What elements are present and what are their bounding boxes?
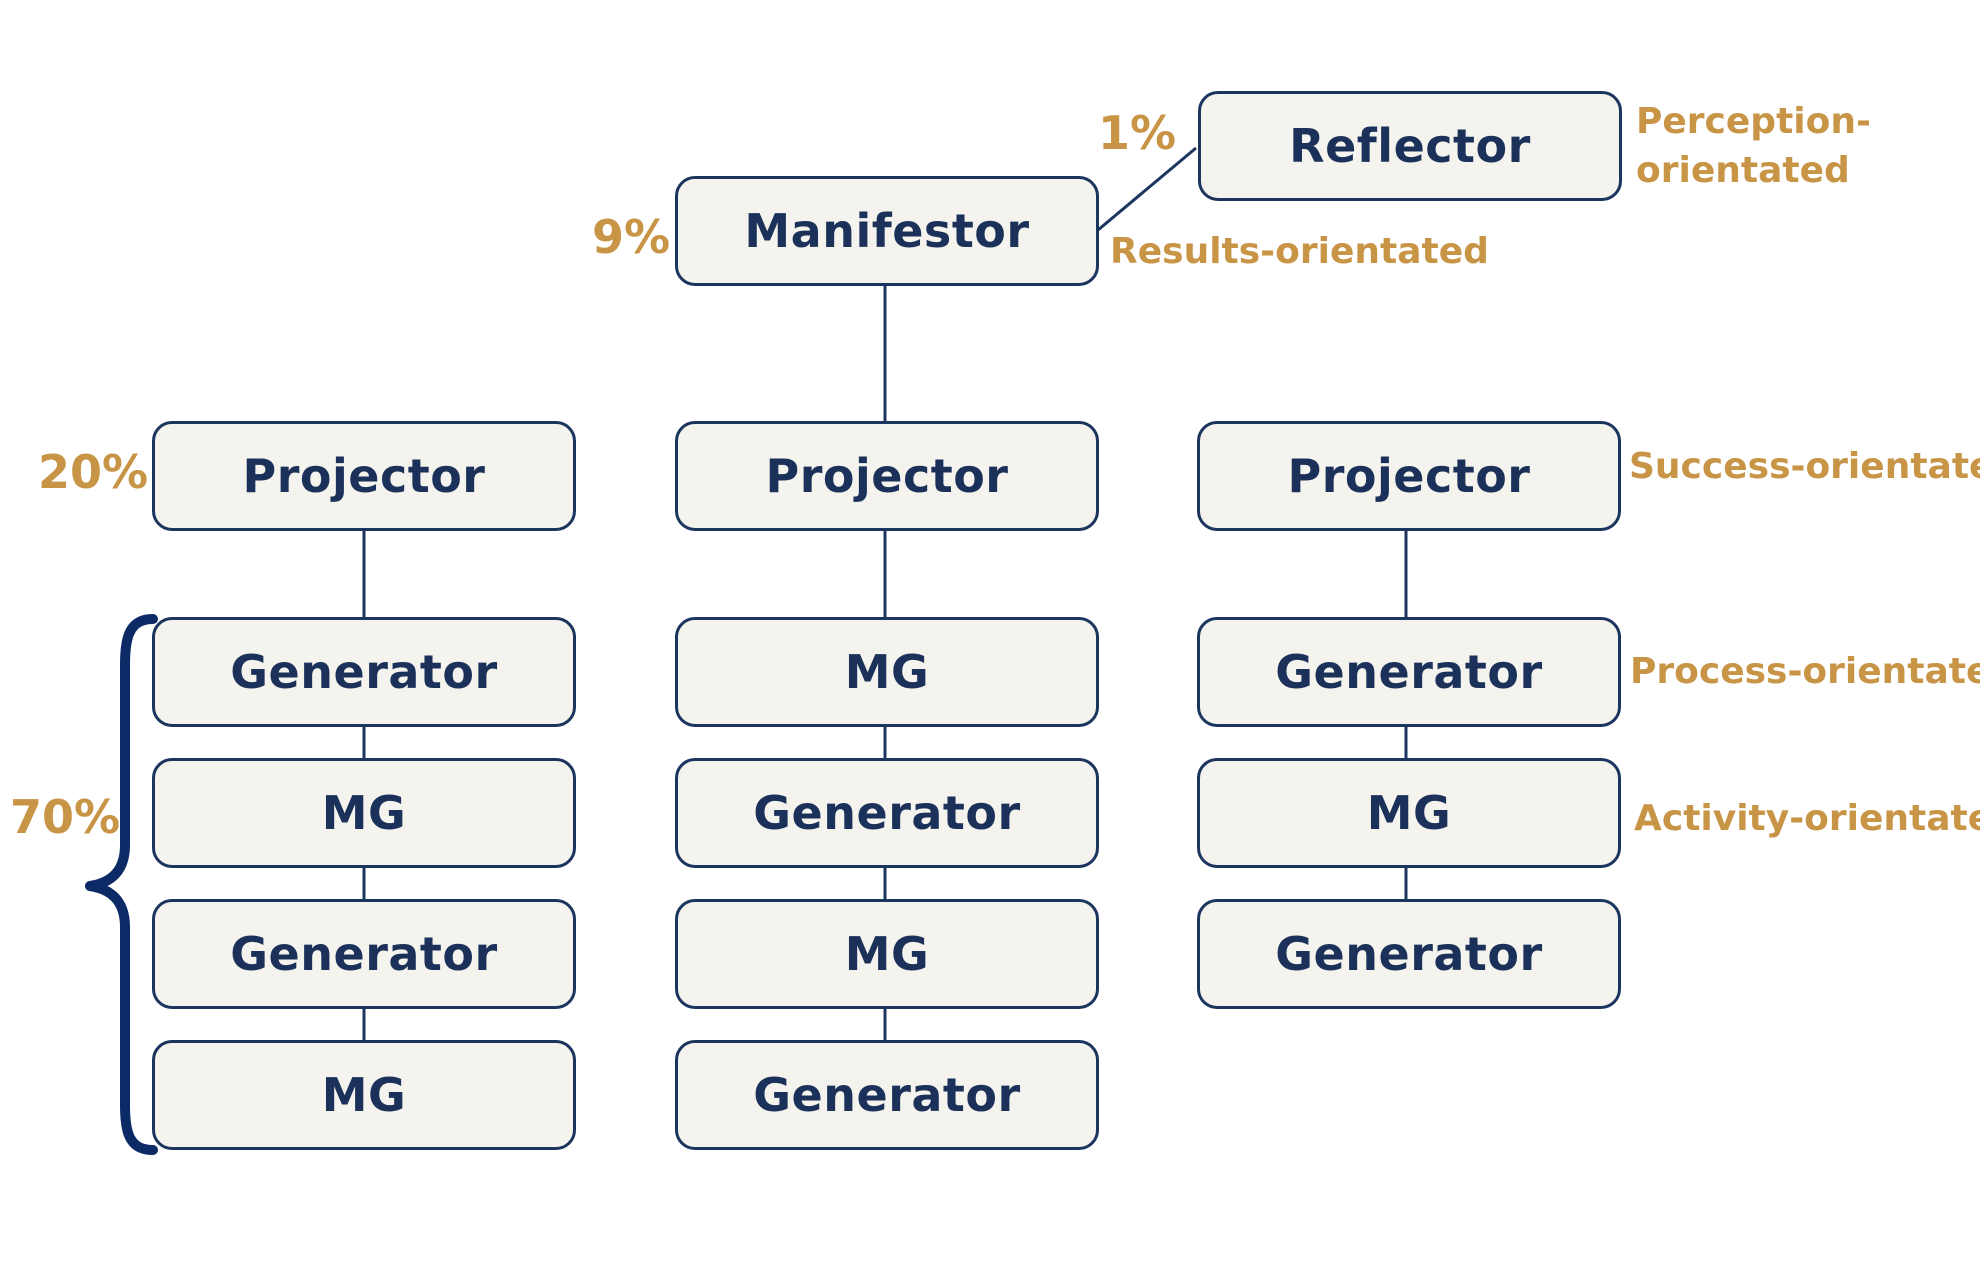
reflector-orientation-line1: Perception- — [1636, 101, 1871, 142]
projector-box-left: Projector — [152, 421, 576, 531]
projector-box-right: Projector — [1197, 421, 1621, 531]
manifestor-box: Manifestor — [675, 176, 1099, 286]
projector-box-middle: Projector — [675, 421, 1099, 531]
manifestor-percentage: 9% — [592, 210, 671, 264]
generator-percentage: 70% — [10, 790, 121, 844]
generator-box: Generator — [675, 1040, 1099, 1150]
projector-orientation-label: Success-orientated — [1629, 446, 1980, 487]
mg-box: MG — [675, 899, 1099, 1009]
generator-box: Generator — [1197, 899, 1621, 1009]
reflector-percentage: 1% — [1098, 106, 1177, 160]
mg-box: MG — [152, 758, 576, 868]
curly-brace — [85, 614, 158, 1155]
mg-box: MG — [675, 617, 1099, 727]
connector-manifestor-reflector — [1097, 146, 1197, 232]
reflector-orientation-line2: orientated — [1636, 149, 1850, 191]
generator-orientation-label: Process-orientated — [1630, 651, 1980, 692]
projector-percentage: 20% — [38, 445, 149, 499]
manifestor-orientation-label: Results-orientated — [1110, 231, 1489, 272]
mg-orientation-label: Activity-orientated — [1634, 798, 1980, 839]
generator-box: Generator — [152, 617, 576, 727]
reflector-box: Reflector — [1198, 91, 1622, 201]
mg-box: MG — [1197, 758, 1621, 868]
mg-box: MG — [152, 1040, 576, 1150]
reflector-orientation-label: Perception- orientated — [1636, 98, 1871, 195]
generator-box: Generator — [152, 899, 576, 1009]
generator-box: Generator — [675, 758, 1099, 868]
generator-box: Generator — [1197, 617, 1621, 727]
